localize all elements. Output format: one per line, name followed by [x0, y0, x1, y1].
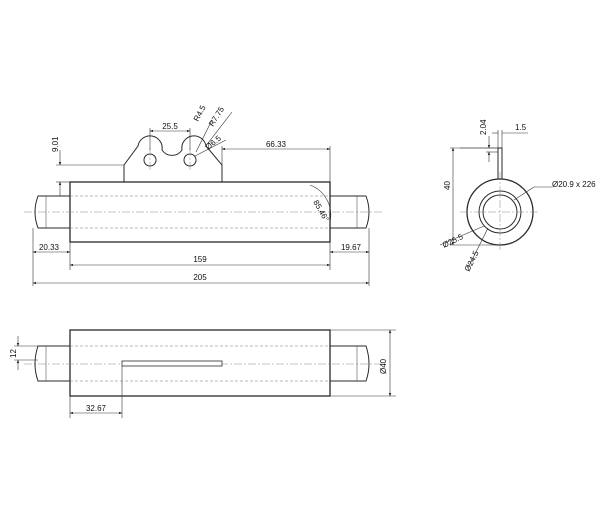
dim-66-33: 66.33	[266, 140, 287, 149]
dim-r7-75: R7.75	[207, 105, 226, 128]
dim-tube-20-9x226: Ø20.9 x 226	[552, 180, 596, 189]
top-view	[24, 329, 382, 397]
right-stub	[330, 195, 370, 229]
dim-dia-40: Ø40	[379, 358, 388, 374]
top-left-stub	[34, 345, 70, 382]
dim-19-67: 19.67	[341, 243, 362, 252]
slot	[121, 360, 223, 367]
mounting-bracket	[123, 135, 223, 182]
end-view	[460, 147, 540, 250]
top-dimensions: 12 32.67 Ø40	[9, 329, 396, 418]
dim-205: 205	[193, 273, 207, 282]
top-tab	[497, 147, 503, 180]
dim-40: 40	[443, 181, 452, 190]
dim-2-04: 2.04	[479, 119, 488, 135]
top-right-stub	[330, 345, 370, 382]
top-tube-body	[69, 329, 331, 397]
dim-angle-85-46: 85.46°	[311, 199, 330, 224]
angle-arc	[309, 184, 332, 223]
dim-25-5: 25.5	[162, 122, 178, 131]
dim-9-01: 9.01	[51, 136, 60, 152]
dim-159: 159	[193, 255, 207, 264]
dim-hole-6-5: Ø6.5	[204, 133, 224, 151]
dim-32-67: 32.67	[86, 404, 107, 413]
dim-r4-5: R4.5	[192, 103, 208, 123]
front-view	[24, 135, 382, 243]
dim-dia-24-5: Ø24.5	[463, 249, 481, 273]
left-stub	[34, 195, 70, 229]
dim-12: 12	[9, 349, 18, 358]
dim-20-33: 20.33	[39, 243, 60, 252]
dim-1-5: 1.5	[515, 123, 527, 132]
front-dimensions: 25.5 R4.5 R7.75 Ø6.5 9.01 66.33 85.46° 2…	[32, 103, 370, 286]
end-dimensions: 2.04 1.5 40 Ø20.9 x 226 Ø25.5 Ø24.5	[439, 119, 596, 273]
